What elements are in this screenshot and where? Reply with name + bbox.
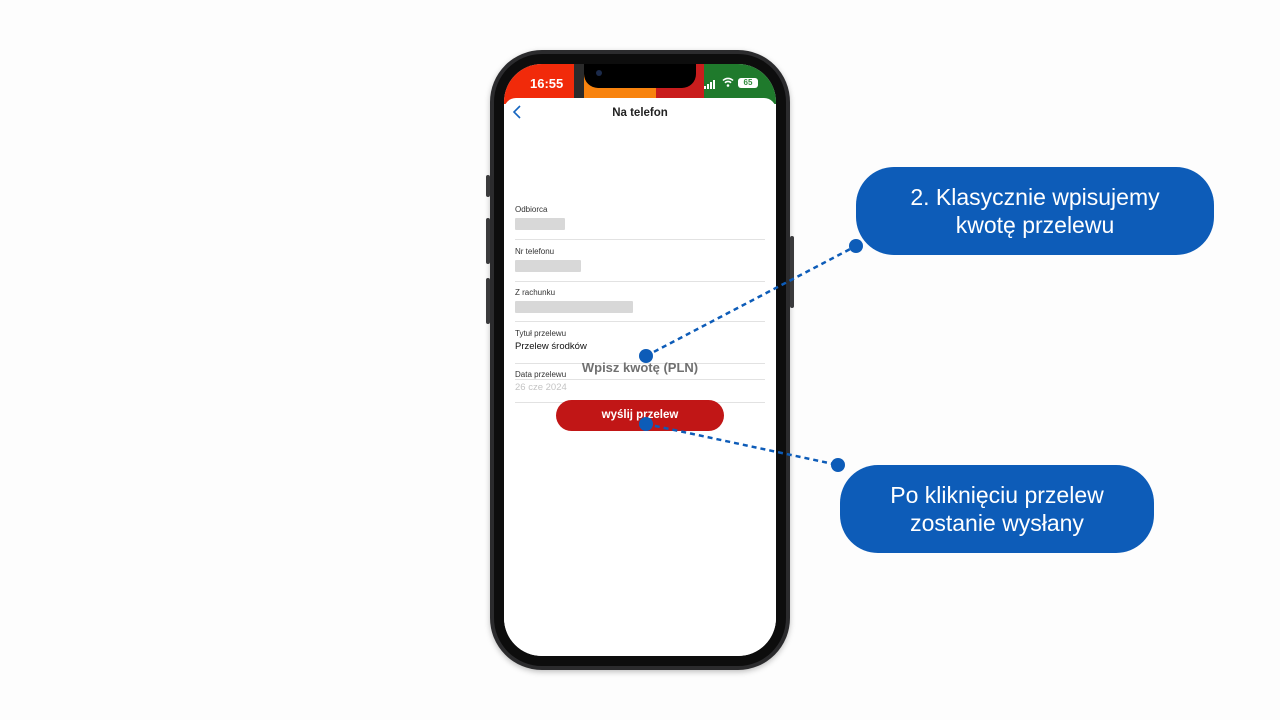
- transfer-title-value: Przelew środków: [515, 341, 587, 352]
- callout-send: Po kliknięciu przelew zostanie wysłany: [840, 465, 1154, 553]
- recipient-label: Odbiorca: [515, 205, 548, 214]
- callout-send-text: Po kliknięciu przelew zostanie wysłany: [890, 482, 1104, 536]
- status-bar-segment: [504, 64, 574, 104]
- signal-icon: [704, 79, 715, 89]
- chevron-left-icon: [512, 105, 521, 119]
- phone-number-label: Nr telefonu: [515, 247, 555, 256]
- back-button[interactable]: [512, 104, 522, 122]
- amount-input[interactable]: Wpisz kwotę (PLN): [515, 360, 765, 380]
- redacted-value: [515, 301, 633, 313]
- status-time: 16:55: [530, 76, 564, 91]
- transfer-date-value: 26 cze 2024: [515, 382, 567, 393]
- wifi-icon: [722, 77, 734, 87]
- phone-number-field[interactable]: Nr telefonu: [515, 247, 765, 282]
- redacted-value: [515, 260, 581, 272]
- power-button: [790, 236, 794, 308]
- transfer-sheet: Na telefon Odbiorca Nr telefonu Z rachun…: [504, 98, 776, 656]
- status-bar-segment: [574, 64, 584, 104]
- page-title: Na telefon: [612, 107, 668, 119]
- volume-down-button: [486, 278, 490, 324]
- mute-switch: [486, 175, 490, 197]
- transfer-title-label: Tytuł przelewu: [515, 329, 567, 338]
- volume-up-button: [486, 218, 490, 264]
- transfer-title-field[interactable]: Tytuł przelewu Przelew środków: [515, 329, 765, 364]
- connector-dot: [849, 239, 863, 253]
- source-account-label: Z rachunku: [515, 288, 556, 297]
- battery-icon: 65: [738, 78, 758, 88]
- source-account-field[interactable]: Z rachunku: [515, 288, 765, 322]
- send-transfer-button[interactable]: wyślij przelew: [556, 400, 724, 431]
- connector-dot: [831, 458, 845, 472]
- camera-icon: [596, 70, 602, 76]
- recipient-field[interactable]: Odbiorca: [515, 205, 765, 240]
- callout-amount: 2. Klasycznie wpisujemy kwotę przelewu: [856, 167, 1214, 255]
- phone-screen: 16:55 65 Na telefon Odbiorca Nr telefonu…: [504, 64, 776, 656]
- transfer-date-label: Data przelewu: [515, 370, 567, 379]
- redacted-value: [515, 218, 565, 230]
- callout-amount-text: 2. Klasycznie wpisujemy kwotę przelewu: [910, 184, 1160, 238]
- notch: [584, 64, 696, 88]
